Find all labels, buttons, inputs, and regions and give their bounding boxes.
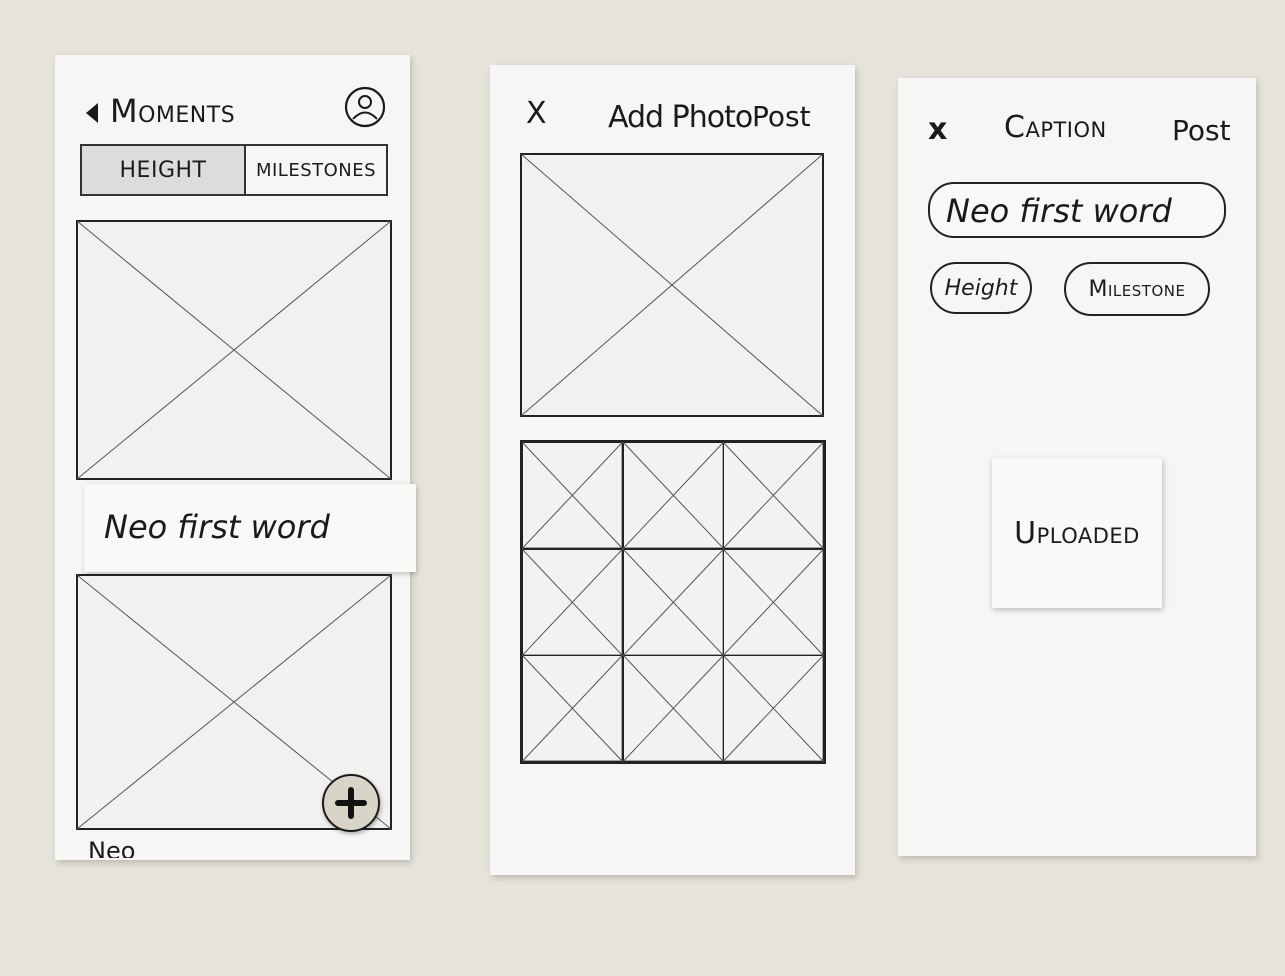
gallery-thumbnail[interactable] [622, 548, 724, 656]
upload-status-card: Uploaded [992, 458, 1162, 608]
selected-photo-preview [520, 153, 824, 417]
gallery-thumbnail[interactable] [723, 548, 824, 656]
tab-milestones[interactable]: MILESTONES [246, 146, 386, 194]
moment-caption-card[interactable]: Neo first word [84, 484, 416, 572]
close-button[interactable]: X [526, 96, 547, 131]
gallery-thumbnail[interactable] [723, 655, 824, 762]
gallery-thumbnail[interactable] [622, 442, 724, 549]
plus-icon [335, 787, 367, 819]
upload-status-text: Uploaded [1014, 515, 1140, 551]
tab-height[interactable]: HEIGHT [82, 146, 246, 194]
tag-chip-height-label: Height [944, 275, 1018, 301]
caption-input-value: Neo first word [946, 192, 1172, 230]
tab-bar: HEIGHT MILESTONES [80, 144, 388, 196]
caption-input[interactable]: Neo first word [928, 182, 1226, 238]
tag-chip-height[interactable]: Height [930, 262, 1032, 314]
page-title: Moments [110, 92, 236, 130]
page-title: Add Photo [608, 100, 753, 135]
back-arrow-icon[interactable] [84, 101, 100, 125]
moment-image-placeholder[interactable] [76, 220, 392, 480]
cut-off-caption: Neo [88, 837, 136, 858]
page-title: Caption [1004, 110, 1107, 145]
tag-chip-milestone-label: Milestone [1088, 276, 1186, 302]
close-button[interactable]: x [928, 112, 948, 147]
post-button[interactable]: Post [752, 100, 811, 133]
gallery-thumbnail[interactable] [622, 655, 724, 762]
gallery-thumbnail[interactable] [522, 548, 623, 656]
gallery-thumbnail[interactable] [522, 655, 623, 762]
tag-chip-milestone[interactable]: Milestone [1064, 262, 1210, 316]
post-button[interactable]: Post [1172, 114, 1231, 147]
profile-icon[interactable] [344, 86, 386, 128]
tab-height-label: HEIGHT [119, 157, 207, 183]
photo-gallery-grid [520, 440, 826, 764]
add-moment-button[interactable] [322, 774, 380, 832]
gallery-thumbnail[interactable] [723, 442, 824, 549]
gallery-thumbnail[interactable] [522, 442, 623, 549]
tab-milestones-label: MILESTONES [255, 159, 377, 181]
moment-caption: Neo first word [104, 508, 330, 546]
